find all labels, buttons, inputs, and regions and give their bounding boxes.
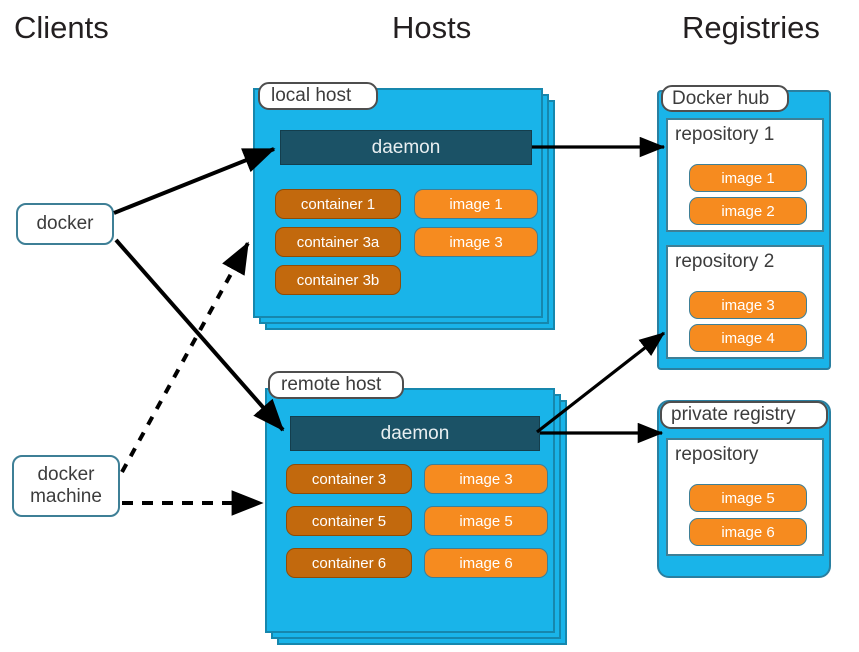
container-pill[interactable]: container 5 [286,506,412,536]
image-pill[interactable]: image 3 [424,464,548,494]
arrow-machine-to-local-host [120,241,250,473]
docker-machine-label-line2: machine [30,486,102,507]
arrow-docker-to-local-daemon [113,147,276,215]
client-node-docker[interactable]: docker [16,203,114,245]
docker-machine-label-line1: docker [37,463,95,485]
column-title-hosts: Hosts [392,10,472,45]
image-pill[interactable]: image 4 [689,324,807,352]
client-node-docker-machine[interactable]: docker machine [12,455,120,517]
image-pill[interactable]: image 5 [424,506,548,536]
image-pill[interactable]: image 3 [689,291,807,319]
private-registry-label: private registry [660,401,828,429]
repository-title: repository [675,444,759,465]
image-pill[interactable]: image 6 [689,518,807,546]
image-pill[interactable]: image 6 [424,548,548,578]
image-pill[interactable]: image 1 [689,164,807,192]
local-host-label: local host [258,82,378,110]
column-title-registries: Registries [682,10,820,45]
container-pill[interactable]: container 3 [286,464,412,494]
container-pill[interactable]: container 3a [275,227,401,257]
container-pill[interactable]: container 3b [275,265,401,295]
remote-host-label: remote host [268,371,404,399]
container-pill[interactable]: container 6 [286,548,412,578]
column-title-clients: Clients [14,10,109,45]
container-pill[interactable]: container 1 [275,189,401,219]
image-pill[interactable]: image 1 [414,189,538,219]
local-host-daemon[interactable]: daemon [280,130,532,165]
repository-title: repository 2 [675,251,775,272]
remote-host-daemon[interactable]: daemon [290,416,540,451]
image-pill[interactable]: image 2 [689,197,807,225]
image-pill[interactable]: image 3 [414,227,538,257]
docker-hub-label: Docker hub [661,85,789,112]
repository-title: repository 1 [675,124,775,145]
image-pill[interactable]: image 5 [689,484,807,512]
